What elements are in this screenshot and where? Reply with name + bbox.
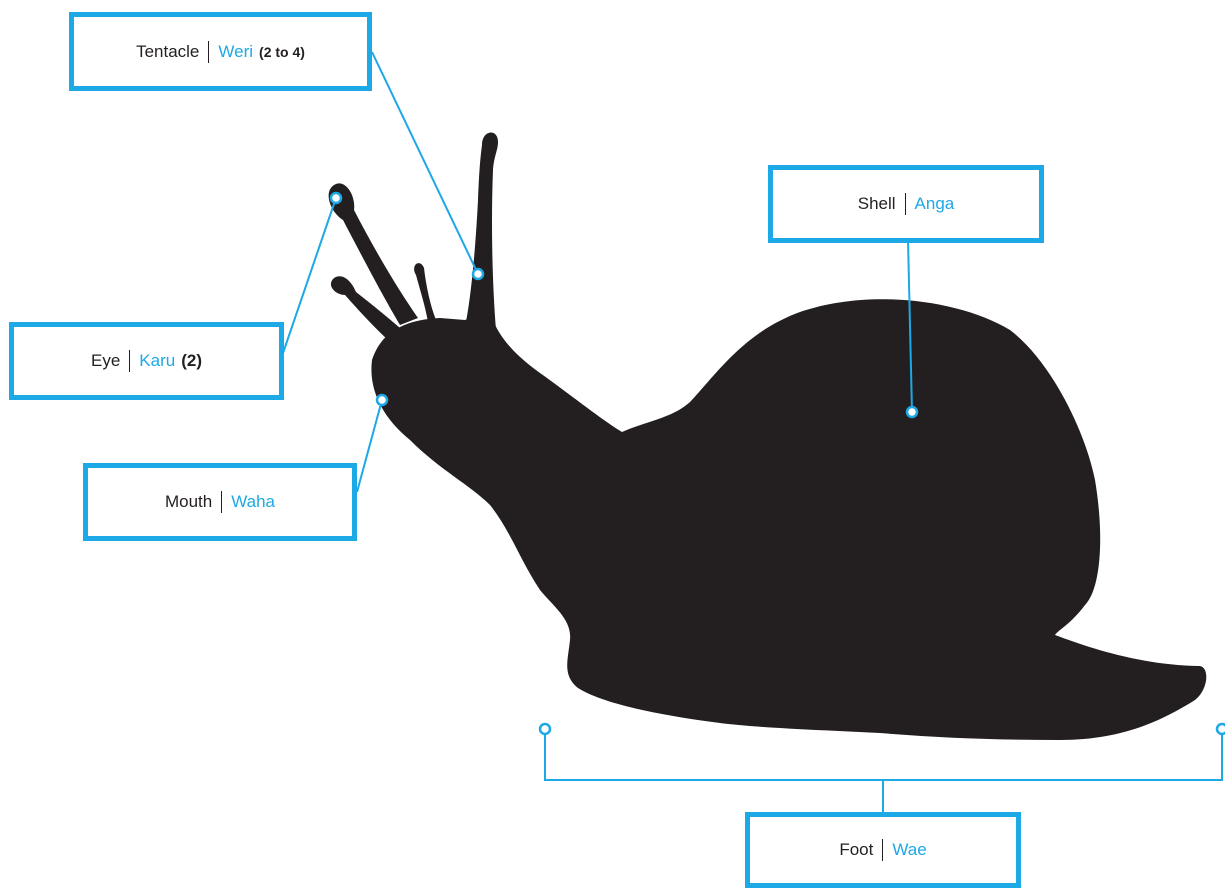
mouth-leader-line [357, 400, 382, 492]
mouth-maori: Waha [231, 492, 275, 512]
eye-leader-line [282, 198, 336, 356]
foot-bracket [545, 730, 1222, 814]
eye-anchor [331, 193, 341, 203]
foot-english: Foot [839, 840, 873, 860]
tentacle-label: Tentacle Weri (2 to 4) [69, 12, 372, 91]
tentacle-leader-line [372, 52, 478, 274]
eye-english: Eye [91, 351, 120, 371]
foot-maori: Wae [892, 840, 926, 860]
eye-label: Eye Karu (2) [9, 322, 284, 400]
eye-stalk-upper [329, 183, 418, 325]
shell-separator [905, 193, 906, 215]
shell-anchor [907, 407, 917, 417]
shell-label: Shell Anga [768, 165, 1044, 243]
eye-count: (2) [181, 351, 202, 371]
tentacle-anchor [473, 269, 483, 279]
foot-label: Foot Wae [745, 812, 1021, 888]
tentacle-maori: Weri [218, 42, 253, 62]
eye-maori: Karu [139, 351, 175, 371]
mouth-label: Mouth Waha [83, 463, 357, 541]
upper-tentacle-long [466, 133, 498, 330]
eye-separator [129, 350, 130, 372]
mouth-separator [221, 491, 222, 513]
upper-tentacle-short [414, 263, 436, 322]
foot-anchor-left [540, 724, 550, 734]
tentacle-english: Tentacle [136, 42, 199, 62]
shell-english: Shell [858, 194, 896, 214]
tentacle-count: (2 to 4) [259, 44, 305, 60]
snail-body [371, 299, 1206, 740]
mouth-anchor [377, 395, 387, 405]
mouth-english: Mouth [165, 492, 212, 512]
foot-separator [882, 839, 883, 861]
tentacle-separator [208, 41, 209, 63]
shell-maori: Anga [915, 194, 955, 214]
foot-anchor-right [1217, 724, 1225, 734]
